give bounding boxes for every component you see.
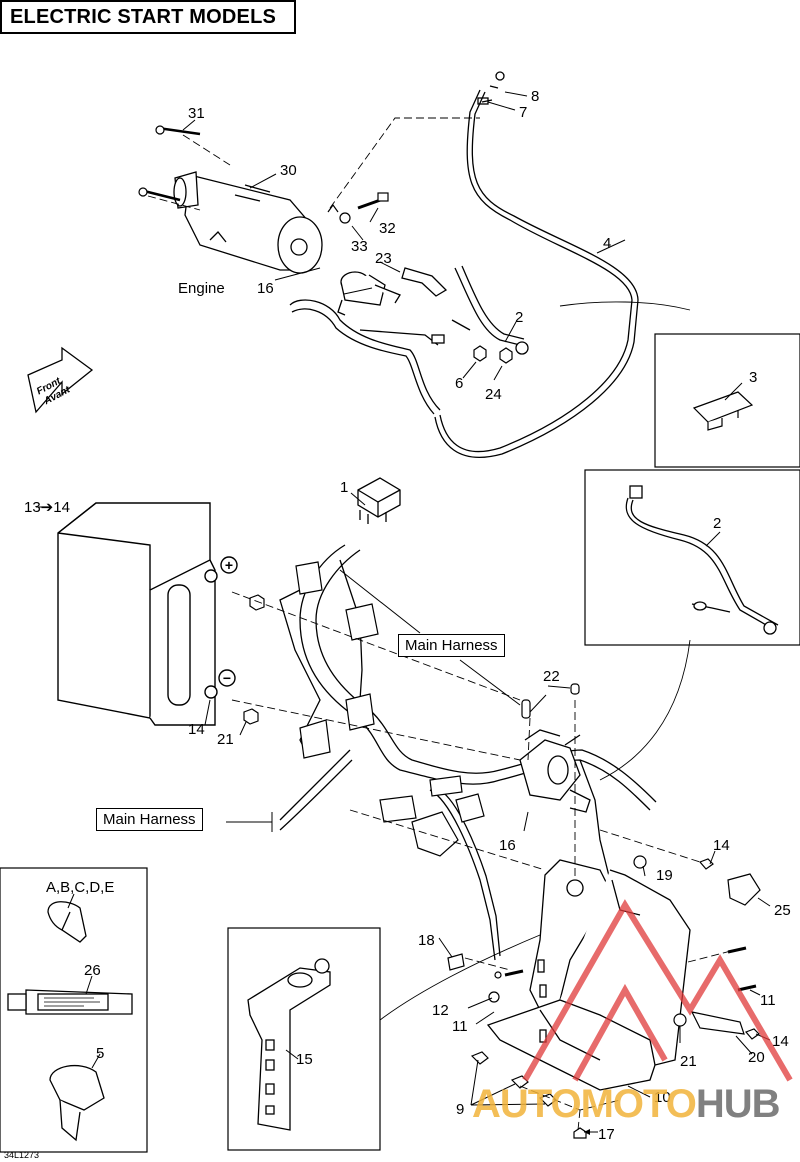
relay	[357, 477, 401, 524]
part-18-label: 18	[418, 932, 435, 949]
part-4-label: 4	[603, 235, 611, 252]
starter-solenoid-top	[337, 271, 401, 316]
part-32-label: 32	[379, 220, 396, 237]
part-14b-label: 14	[713, 837, 730, 854]
part-24-label: 24	[485, 386, 502, 403]
part-10-label: 10	[654, 1089, 671, 1106]
part-23-label: 23	[375, 250, 392, 267]
main-harness	[279, 544, 657, 961]
page-title: ELECTRIC START MODELS	[10, 6, 277, 28]
part-21a-label: 21	[217, 731, 234, 748]
bracket-inset-box	[227, 927, 381, 1151]
part-2a-label: 2	[515, 309, 523, 326]
watermark-part-b: HUB	[695, 1082, 781, 1126]
part-33-label: 33	[351, 238, 368, 255]
battery-cable-4	[434, 71, 639, 458]
part-7-label: 7	[519, 104, 527, 121]
part-1-label: 1	[340, 479, 348, 496]
part-11a-label: 11	[452, 1018, 468, 1035]
front-arrow	[27, 346, 94, 414]
clamp-kit	[47, 901, 87, 943]
part-31-label: 31	[188, 105, 205, 122]
kit-inset-box	[0, 867, 148, 1153]
part-8-label: 8	[531, 88, 539, 105]
main-harness-callout-2: Main Harness	[96, 808, 203, 831]
watermark-text: AUTOMOTOHUB	[472, 1082, 781, 1127]
terminal-minus: −	[218, 669, 236, 687]
starter-solenoid-bottom	[519, 729, 591, 813]
watermark-part-a: AUTOMOTO	[472, 1082, 697, 1126]
main-harness-callout-1: Main Harness	[398, 634, 505, 657]
part-19-label: 19	[656, 867, 673, 884]
engine-label: Engine	[178, 280, 225, 297]
part-15-label: 15	[296, 1051, 313, 1068]
engine-harness	[289, 265, 529, 415]
starter-motor	[173, 171, 323, 274]
figure-code: 34L1273	[4, 1150, 40, 1160]
fuse-inset-box	[654, 333, 800, 468]
part-6-label: 6	[455, 375, 463, 392]
kit-letters-label: A,B,C,D,E	[46, 879, 114, 896]
part-2b-label: 2	[713, 515, 721, 532]
battery	[57, 502, 218, 726]
watermark-logo	[522, 899, 793, 1082]
main-harness-label-1: Main Harness	[405, 637, 498, 654]
fuse	[692, 391, 754, 431]
cable-clip-5	[49, 1064, 105, 1142]
part-5-label: 5	[96, 1045, 104, 1062]
terminal-plus: +	[220, 556, 238, 574]
boot-23	[401, 267, 448, 297]
part-21b-label: 21	[680, 1053, 697, 1070]
part-3-label: 3	[749, 369, 757, 386]
svg-text:+: +	[225, 557, 233, 573]
grease-tube	[7, 989, 133, 1015]
bracket-15	[247, 958, 331, 1131]
title-box: ELECTRIC START MODELS	[0, 0, 296, 34]
part-14c-label: 14	[772, 1033, 789, 1050]
part-14a-label: 14	[188, 721, 205, 738]
part-13-14-label: 13➔14	[24, 499, 70, 516]
part-12-label: 12	[432, 1002, 449, 1019]
part-30-label: 30	[280, 162, 297, 179]
part-22-label: 22	[543, 668, 560, 685]
part-11b-label: 11	[760, 992, 776, 1009]
svg-text:−: −	[223, 670, 231, 686]
part-17-label: 17	[598, 1126, 615, 1143]
part-25-label: 25	[774, 902, 791, 919]
cable-inset-box	[584, 469, 800, 646]
main-harness-label-2: Main Harness	[103, 811, 196, 828]
part-20-label: 20	[748, 1049, 765, 1066]
part-9-label: 9	[456, 1101, 464, 1118]
part-16a-label: 16	[257, 280, 274, 297]
part-26-label: 26	[84, 962, 101, 979]
ground-cable-2	[625, 485, 779, 635]
part-16b-label: 16	[499, 837, 516, 854]
